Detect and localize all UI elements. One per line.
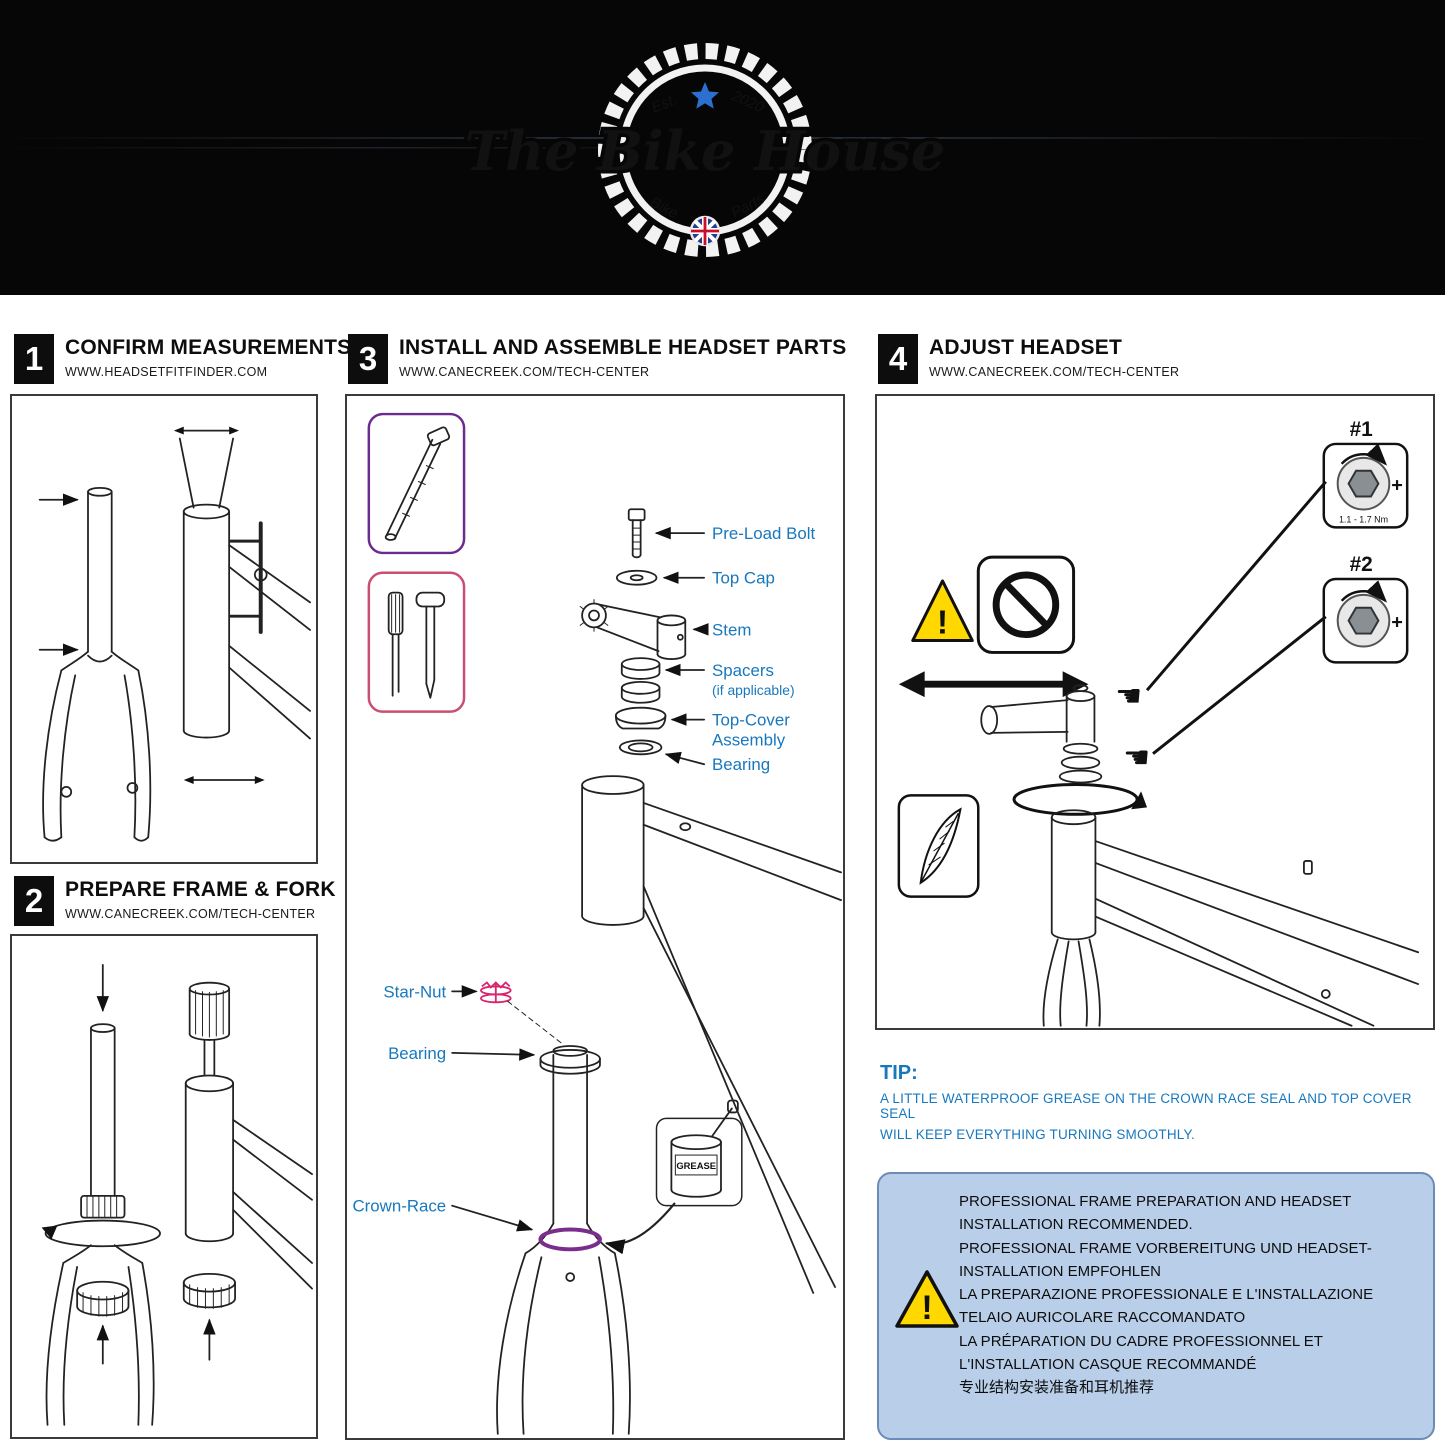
- torque-label: 1.1 - 1.7 Nm: [1339, 514, 1388, 524]
- step-2-number: 2: [14, 876, 54, 926]
- warning-triangle-icon: !: [911, 579, 974, 643]
- setting-tool-box-pink: [367, 571, 466, 713]
- header-banner: Est. 2020 Bike Parts The Bike House: [0, 0, 1445, 295]
- label-spacers: Spacers: [712, 661, 774, 680]
- frame-headtube: [581, 775, 842, 1294]
- top-cover-part: [614, 706, 667, 730]
- notice-line: PROFESSIONAL FRAME PREPARATION AND HEADS…: [959, 1193, 1352, 1210]
- label-star-nut: Star-Nut: [383, 982, 446, 1001]
- fork-lower-assembly: [496, 1045, 631, 1435]
- headtube-ream-diagram: [182, 981, 313, 1361]
- panel-adjust-headset: #1 + 1.1 - 1.7 Nm #2 +: [875, 394, 1435, 1030]
- step-3-number: 3: [348, 334, 388, 384]
- notice-line: INSTALLATION RECOMMENDED.: [959, 1216, 1193, 1234]
- svg-text:!: !: [921, 1289, 932, 1327]
- step-4-number: 4: [878, 334, 918, 384]
- top-cap-part: [615, 569, 658, 586]
- label-bearing-bottom: Bearing: [388, 1044, 446, 1063]
- step-1-header: 1 CONFIRM MEASUREMENTS WWW.HEADSETFITFIN…: [14, 334, 351, 384]
- label-preload-bolt: Pre-Load Bolt: [712, 524, 815, 543]
- label-bearing-top: Bearing: [712, 755, 770, 774]
- panel-confirm-measurements: [10, 394, 318, 864]
- label-stem: Stem: [712, 620, 751, 639]
- fork-measure-diagram: [38, 486, 152, 842]
- panel-prepare-frame-fork: [10, 934, 318, 1439]
- brand-title: The Bike House: [465, 119, 945, 183]
- step1-label: #1: [1350, 418, 1374, 441]
- step-2-header: 2 PREPARE FRAME & FORK WWW.CANECREEK.COM…: [14, 876, 336, 926]
- chainring-logo-icon: Est. 2020 Bike Parts: [598, 43, 812, 257]
- notice-line: TELAIO AURICOLARE RACCOMANDATO: [959, 1309, 1246, 1327]
- uk-flag-icon: [689, 215, 721, 247]
- label-spacers-note: (if applicable): [712, 682, 795, 698]
- notice-line: PROFESSIONAL FRAME VORBEREITUNG UND HEAD…: [959, 1239, 1372, 1257]
- panel-install-assemble: GREASE Pre-Load Bolt Top Cap Stem Spacer…: [345, 394, 845, 1440]
- tip-title: TIP:: [880, 1062, 918, 1084]
- label-top-cap: Top Cap: [712, 569, 775, 588]
- allen-key-icon-2: +: [1322, 577, 1409, 664]
- step-3-title: INSTALL AND ASSEMBLE HEADSET PARTS: [399, 336, 847, 359]
- pointing-hand-icon: ☚: [1123, 742, 1150, 775]
- label-top-cover: Top-Cover: [712, 711, 790, 730]
- step-3-url: WWW.CANECREEK.COM/TECH-CENTER: [399, 365, 650, 379]
- bearing-top-part: [618, 739, 663, 756]
- plus-icon: +: [1391, 475, 1403, 497]
- measurement-diagram: [38, 426, 311, 842]
- step-2-title: PREPARE FRAME & FORK: [65, 878, 336, 901]
- svg-text:!: !: [937, 604, 948, 642]
- adjust-diagram: #1 + 1.1 - 1.7 Nm #2 +: [897, 418, 1420, 1027]
- pointing-hand-icon: ☚: [1115, 680, 1142, 713]
- reamer-cutter-icon: [182, 1272, 236, 1361]
- crown-race-cutter-icon: [76, 1280, 130, 1365]
- banner-art: Est. 2020 Bike Parts The Bike House: [0, 0, 1445, 295]
- prepare-diagram: [41, 964, 313, 1426]
- stem-part: [579, 599, 687, 660]
- spacers-part: [620, 657, 661, 704]
- headtube-measure-diagram: [173, 426, 311, 784]
- crown-race-part: [538, 1227, 602, 1252]
- step-1-url: WWW.HEADSETFITFINDER.COM: [65, 365, 268, 379]
- notice-line: LA PREPARAZIONE PROFESSIONALE E L'INSTAL…: [959, 1286, 1374, 1303]
- exploded-assembly-diagram: GREASE Pre-Load Bolt Top Cap Stem Spacer…: [352, 412, 842, 1435]
- fork-prep-diagram: [41, 964, 161, 1426]
- setting-tool-box-purple: [367, 412, 466, 555]
- step2-label: #2: [1350, 553, 1373, 576]
- step-4-title: ADJUST HEADSET: [929, 336, 1122, 359]
- side-to-side-arrow-icon: [898, 671, 1089, 698]
- notice-line: INSTALLATION EMPFOHLEN: [959, 1262, 1161, 1280]
- headset-adjust-assembly: [980, 684, 1420, 1027]
- grease-label: GREASE: [676, 1160, 716, 1171]
- step-2-url: WWW.CANECREEK.COM/TECH-CENTER: [65, 907, 316, 921]
- step-1-number: 1: [14, 334, 54, 384]
- star-icon: [691, 82, 719, 109]
- step-4-header: 4 ADJUST HEADSET WWW.CANECREEK.COM/TECH-…: [878, 334, 1179, 384]
- star-nut-part: [480, 981, 512, 1004]
- notice-line: LA PRÉPARATION DU CADRE PROFESSIONNEL ET: [959, 1332, 1323, 1350]
- notice-line: 专业结构安装准备和耳机推荐: [959, 1379, 1155, 1396]
- preload-bolt-part: [627, 508, 646, 559]
- tip-section: TIP: A LITTLE WATERPROOF GREASE ON THE C…: [880, 1062, 1436, 1142]
- notice-line: L'INSTALLATION CASQUE RECOMMANDÉ: [959, 1355, 1257, 1373]
- notice-text: PROFESSIONAL FRAME PREPARATION AND HEADS…: [959, 1190, 1421, 1399]
- professional-install-notice: ! PROFESSIONAL FRAME PREPARATION AND HEA…: [877, 1172, 1435, 1440]
- step-4-url: WWW.CANECREEK.COM/TECH-CENTER: [929, 365, 1180, 379]
- label-assembly: Assembly: [712, 730, 786, 749]
- warning-triangle-icon: !: [895, 1270, 959, 1328]
- caliper-icon: [228, 521, 268, 634]
- step-3-header: 3 INSTALL AND ASSEMBLE HEADSET PARTS WWW…: [348, 334, 846, 384]
- no-symbol-icon: [976, 555, 1076, 654]
- allen-key-icon-1: + 1.1 - 1.7 Nm: [1322, 442, 1409, 529]
- label-crown-race: Crown-Race: [352, 1197, 446, 1216]
- grease-can-icon: GREASE: [655, 1099, 743, 1207]
- tip-line-1: A LITTLE WATERPROOF GREASE ON THE CROWN …: [880, 1091, 1412, 1121]
- plus-icon: +: [1391, 612, 1403, 634]
- feather-icon: [897, 794, 980, 898]
- tip-line-2: WILL KEEP EVERYTHING TURNING SMOOTHLY.: [880, 1127, 1195, 1142]
- step-1-title: CONFIRM MEASUREMENTS: [65, 336, 352, 359]
